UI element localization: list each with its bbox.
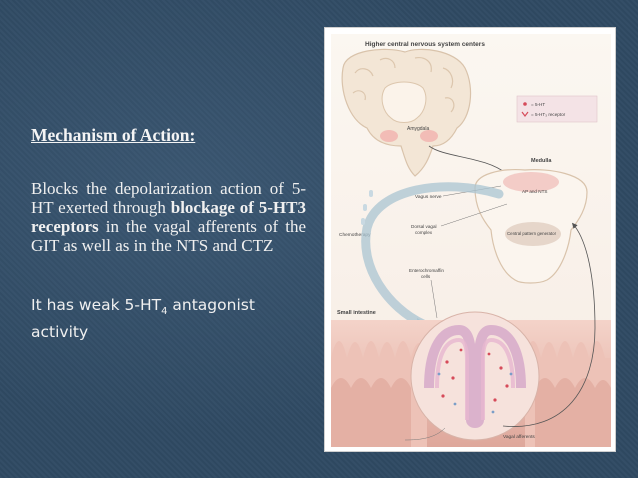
- slide-heading: Mechanism of Action:: [31, 125, 196, 145]
- para2-text-a: It has weak 5-HT: [31, 296, 162, 314]
- medulla-section: [474, 169, 588, 284]
- entero-label-2: cells: [421, 274, 431, 279]
- vagal-afferents-label: Vagal afferents: [503, 434, 535, 440]
- legend-receptor: = 5-HT₃ receptor: [531, 112, 566, 117]
- para1-text-a: Blocks the depolarization action of 5-HT…: [31, 179, 306, 217]
- brain-section: [341, 48, 472, 177]
- dorsal-vagal-label-1: Dorsal vagal: [411, 224, 437, 229]
- figure-title: Higher central nervous system centers: [365, 41, 485, 48]
- para2-text-b: antagonist activity: [31, 296, 255, 342]
- villus-magnification: [410, 311, 540, 441]
- chemotherapy-arrow: [361, 182, 504, 329]
- small-intestine-label: Small intestine: [337, 310, 376, 316]
- dorsal-vagal-label-2: complex: [415, 230, 433, 235]
- chemotherapy-label: Chemotherapy: [339, 232, 371, 238]
- legend: = 5-HT = 5-HT₃ receptor: [516, 95, 598, 123]
- central-pattern-label: Central pattern generator: [507, 231, 557, 236]
- brain-arrow: [428, 145, 509, 176]
- para2-subscript: 4: [161, 306, 168, 318]
- para1-text-b: in the vagal afferents of the GIT as wel…: [31, 217, 306, 255]
- receptor-icon: [521, 111, 529, 117]
- antagonist-paragraph: It has weak 5-HT4 antagonist activity: [31, 295, 306, 343]
- chemo-capsules: [361, 190, 373, 225]
- para1-bold: blockage of 5-HT3 receptors: [31, 198, 306, 236]
- vagus-nerve-label: Vagus nerve: [415, 194, 442, 200]
- medulla-label: Medulla: [531, 158, 552, 164]
- figure-illustration: Higher central nervous system centers Am…: [331, 34, 611, 447]
- text-column: Mechanism of Action: Blocks the depolari…: [31, 125, 306, 343]
- mechanism-figure: Higher central nervous system centers Am…: [324, 27, 616, 452]
- mechanism-paragraph: Blocks the depolarization action of 5-HT…: [31, 179, 306, 255]
- legend-5ht: = 5-HT: [531, 102, 545, 107]
- entero-label-1: Enterochromaffin: [409, 268, 444, 273]
- 5ht-dot-icon: [523, 102, 527, 106]
- amygdala-label: Amygdala: [407, 126, 429, 132]
- vagal-afferent-arrow: [502, 222, 596, 427]
- ap-nts-label: AP and NTS: [522, 189, 547, 194]
